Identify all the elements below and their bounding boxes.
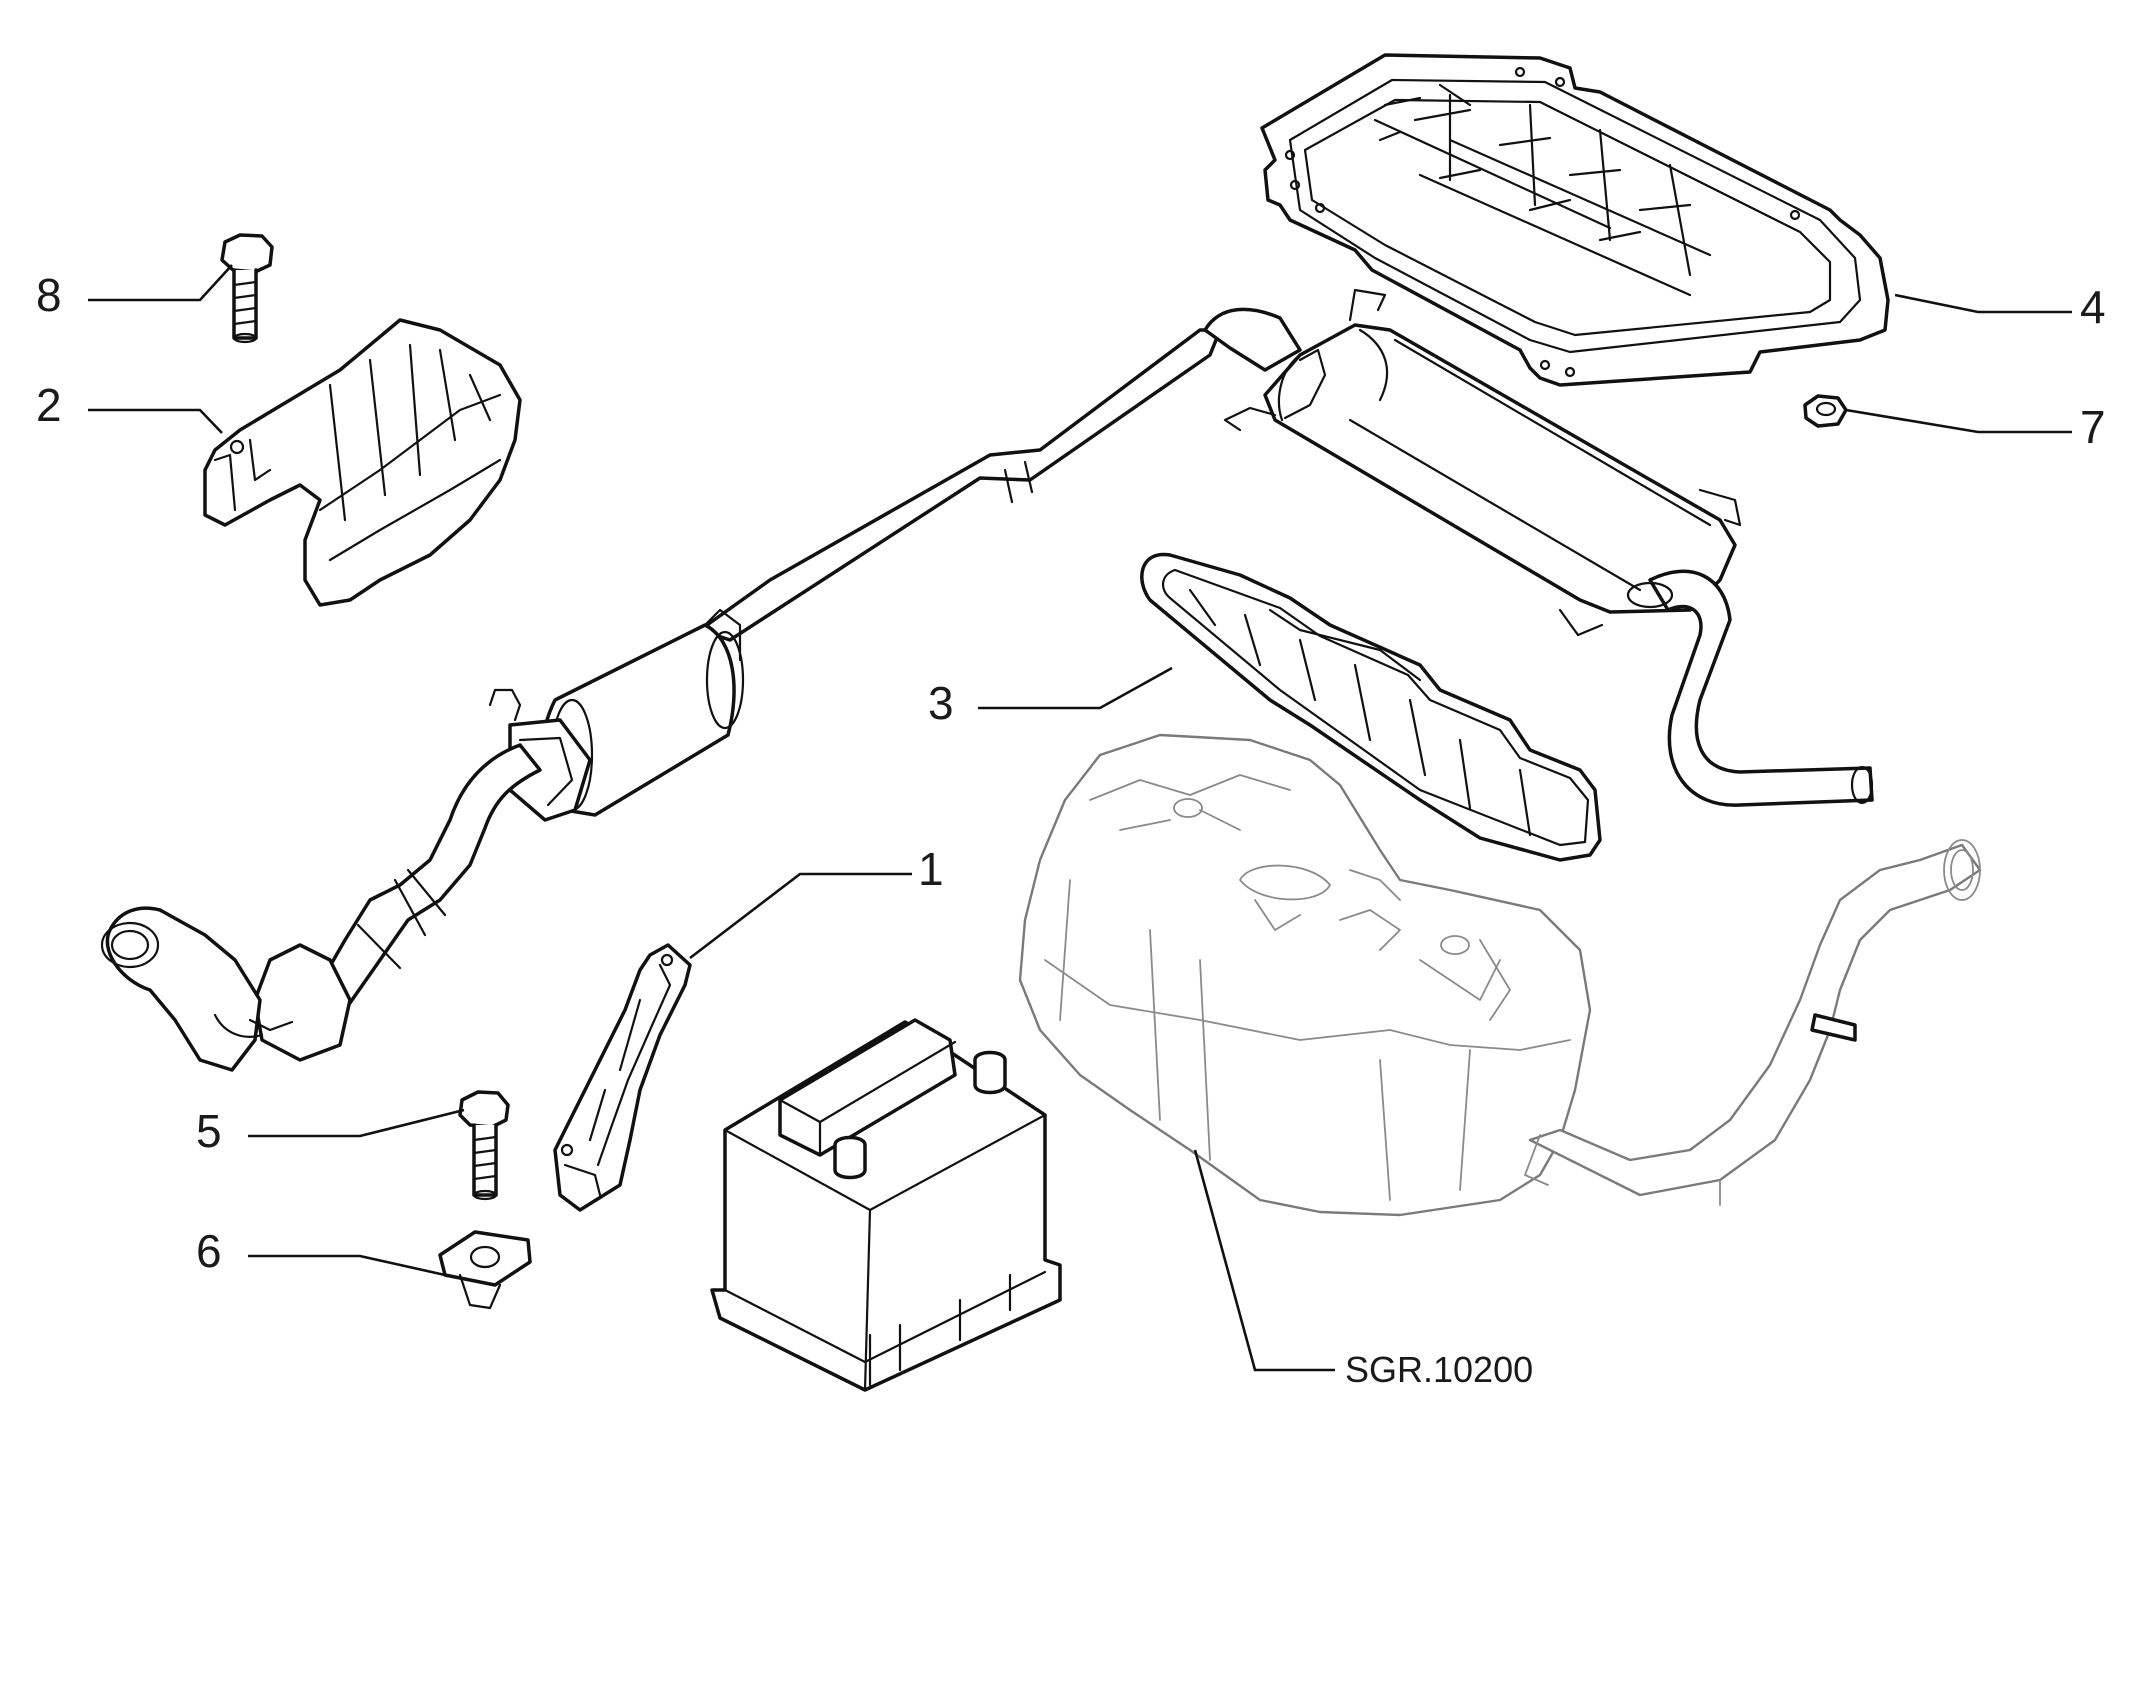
callout-6: 6 [196,1225,222,1277]
callout-4: 4 [2080,281,2106,333]
heat-shield-lower [1140,552,1602,862]
leader-2 [88,408,223,434]
callout-1: 1 [918,843,944,895]
rear-muffler [1223,288,1874,807]
callout-2: 2 [36,379,62,431]
bolt-upper [220,233,274,344]
battery [710,1018,1062,1392]
leader-ref [1193,1149,1335,1372]
nut [1803,394,1848,428]
bolt-lower [458,1090,510,1201]
leader-7 [1845,408,2072,434]
heat-shield-upper [1260,53,1890,387]
fuel-tank [1018,733,1982,1217]
leader-4 [1894,293,2072,314]
leader-3 [978,666,1173,710]
reference-code-label: SGR.10200 [1345,1349,1534,1390]
callout-8: 8 [36,269,62,321]
callout-3: 3 [928,677,954,729]
leader-5 [248,1108,465,1138]
clip-nut [438,1230,532,1310]
callout-7: 7 [2080,401,2106,453]
exhaust-pipe-assembly [100,307,1302,1072]
bracket [553,943,692,1212]
leader-8 [88,264,233,302]
heat-shield-front [203,318,522,607]
leader-6 [248,1254,446,1277]
callout-5: 5 [196,1105,222,1157]
leader-lines [88,264,2072,1372]
leader-1 [689,872,912,960]
